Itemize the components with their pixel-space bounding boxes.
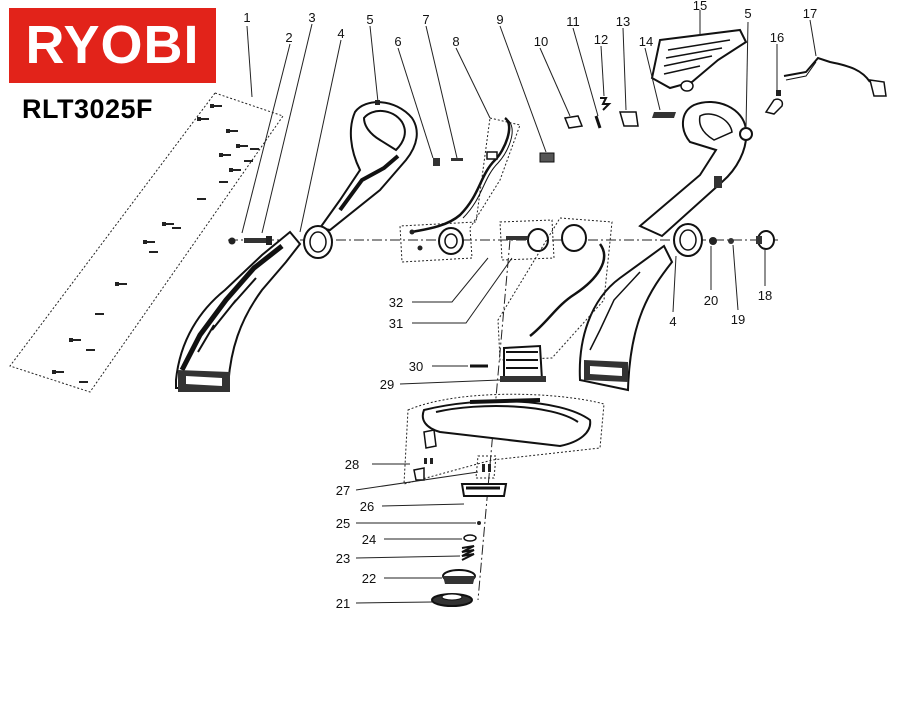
callout-19: 19 [731, 312, 745, 327]
callout-24: 24 [362, 532, 376, 547]
callout-26: 26 [360, 499, 374, 514]
callout-12: 12 [594, 32, 608, 47]
callout-15: 15 [693, 0, 707, 13]
part-27-spool-clip-group [475, 455, 497, 479]
callout-6: 6 [394, 34, 401, 49]
part-4-right-housing [578, 223, 703, 392]
callout-14: 14 [639, 34, 653, 49]
part-19-washer [728, 238, 734, 244]
part-1-screw-group [9, 92, 284, 393]
callout-16: 16 [770, 30, 784, 45]
callout-9: 9 [496, 12, 503, 27]
callout-13: 13 [616, 14, 630, 29]
callout-11: 11 [566, 14, 580, 29]
callout-27: 27 [336, 483, 350, 498]
part-29-motor-group [497, 217, 613, 382]
part-9-connector [539, 152, 555, 163]
callout-5-right: 5 [744, 6, 751, 21]
callout-2: 2 [285, 30, 292, 45]
part-23-spring [461, 545, 475, 561]
callout-8: 8 [452, 34, 459, 49]
callout-29: 29 [380, 377, 394, 392]
callout-31: 31 [389, 316, 403, 331]
callout-4: 4 [337, 26, 344, 41]
callout-18: 18 [758, 288, 772, 303]
callout-1: 1 [243, 10, 250, 25]
callout-28: 28 [345, 457, 359, 472]
part-4-left-housing [175, 230, 302, 392]
part-21-spool-cover [431, 593, 473, 607]
callout-22: 22 [362, 571, 376, 586]
part-14-trigger [652, 112, 676, 118]
part-7-screw [451, 158, 463, 161]
callout-20: 20 [704, 293, 718, 308]
part-13-button [619, 111, 639, 127]
part-15-cover [650, 28, 748, 92]
part-10-switch [563, 115, 584, 129]
part-11-spring [594, 115, 602, 129]
part-17-power-cord [783, 56, 887, 97]
callout-labels: 1 2 3 4 5 6 7 8 9 10 11 12 13 14 15 5 16… [243, 0, 817, 611]
part-5-upper-handle [303, 100, 418, 259]
callout-7: 7 [422, 12, 429, 27]
part-20-nut [709, 237, 717, 245]
part-28-guard-group [403, 393, 605, 485]
callout-23: 23 [336, 551, 350, 566]
callout-21: 21 [336, 596, 350, 611]
model-number: RLT3025F [22, 94, 154, 124]
callout-5: 5 [366, 12, 373, 27]
part-5-right-handle [638, 100, 753, 238]
callout-3: 3 [308, 10, 315, 25]
part-31-bearing-group [499, 219, 555, 261]
callout-17: 17 [803, 6, 817, 21]
part-16-strain-relief [764, 90, 784, 115]
callout-30: 30 [409, 359, 423, 374]
part-18-knob [756, 230, 775, 250]
callout-4-right: 4 [669, 314, 676, 329]
part-22-spool [442, 569, 476, 584]
leader-lines [241, 10, 817, 604]
brand-logo: RYOBI [9, 8, 216, 83]
callout-10: 10 [534, 34, 548, 49]
part-2-nut [228, 237, 236, 245]
part-25-washer [477, 521, 481, 525]
brand-logo-text: RYOBI [25, 15, 200, 75]
callout-32: 32 [389, 295, 403, 310]
part-26-spool-housing [460, 483, 508, 497]
part-8-wire-group [399, 116, 521, 263]
part-6-clip [433, 158, 440, 166]
part-3-bolt [244, 236, 272, 245]
part-24-nut [463, 534, 477, 542]
part-12-spring [600, 97, 612, 111]
callout-25: 25 [336, 516, 350, 531]
